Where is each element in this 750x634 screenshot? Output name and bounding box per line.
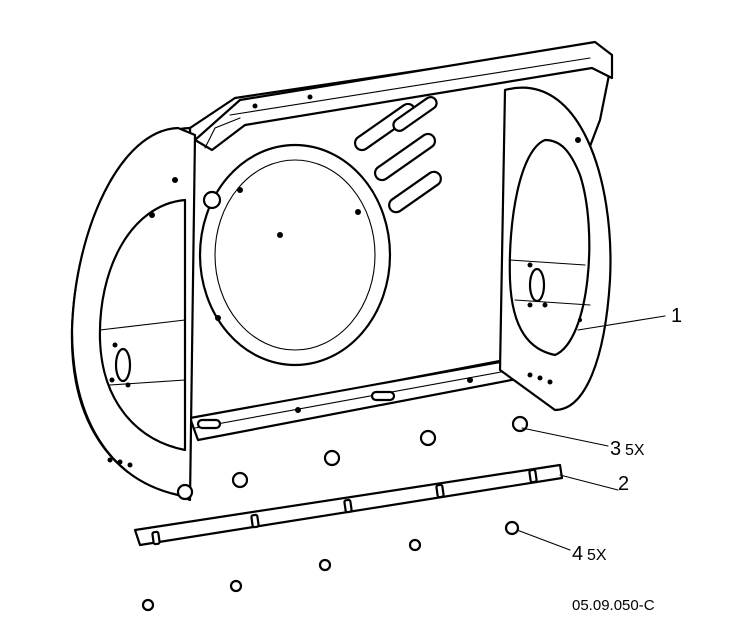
top-flange-edge bbox=[204, 57, 591, 149]
callout-2: 2 bbox=[618, 473, 629, 495]
back-slots bbox=[353, 96, 442, 214]
leader-lines bbox=[516, 315, 666, 551]
callout-1: 1 bbox=[671, 305, 682, 327]
back-opening-inner bbox=[214, 159, 376, 351]
figure-code: 05.09.050-C bbox=[572, 597, 655, 614]
back-opening bbox=[198, 143, 392, 367]
auger-housing bbox=[70, 40, 614, 502]
hex-nuts bbox=[141, 520, 520, 612]
top-flange bbox=[193, 40, 614, 152]
carriage-bolts bbox=[176, 415, 529, 501]
callout-3-qty: 5X bbox=[625, 442, 645, 459]
scraper-bar bbox=[133, 463, 564, 547]
callout-4-qty: 5X bbox=[587, 547, 607, 564]
callout-3: 3 bbox=[610, 438, 621, 460]
callout-4: 4 bbox=[572, 543, 583, 565]
